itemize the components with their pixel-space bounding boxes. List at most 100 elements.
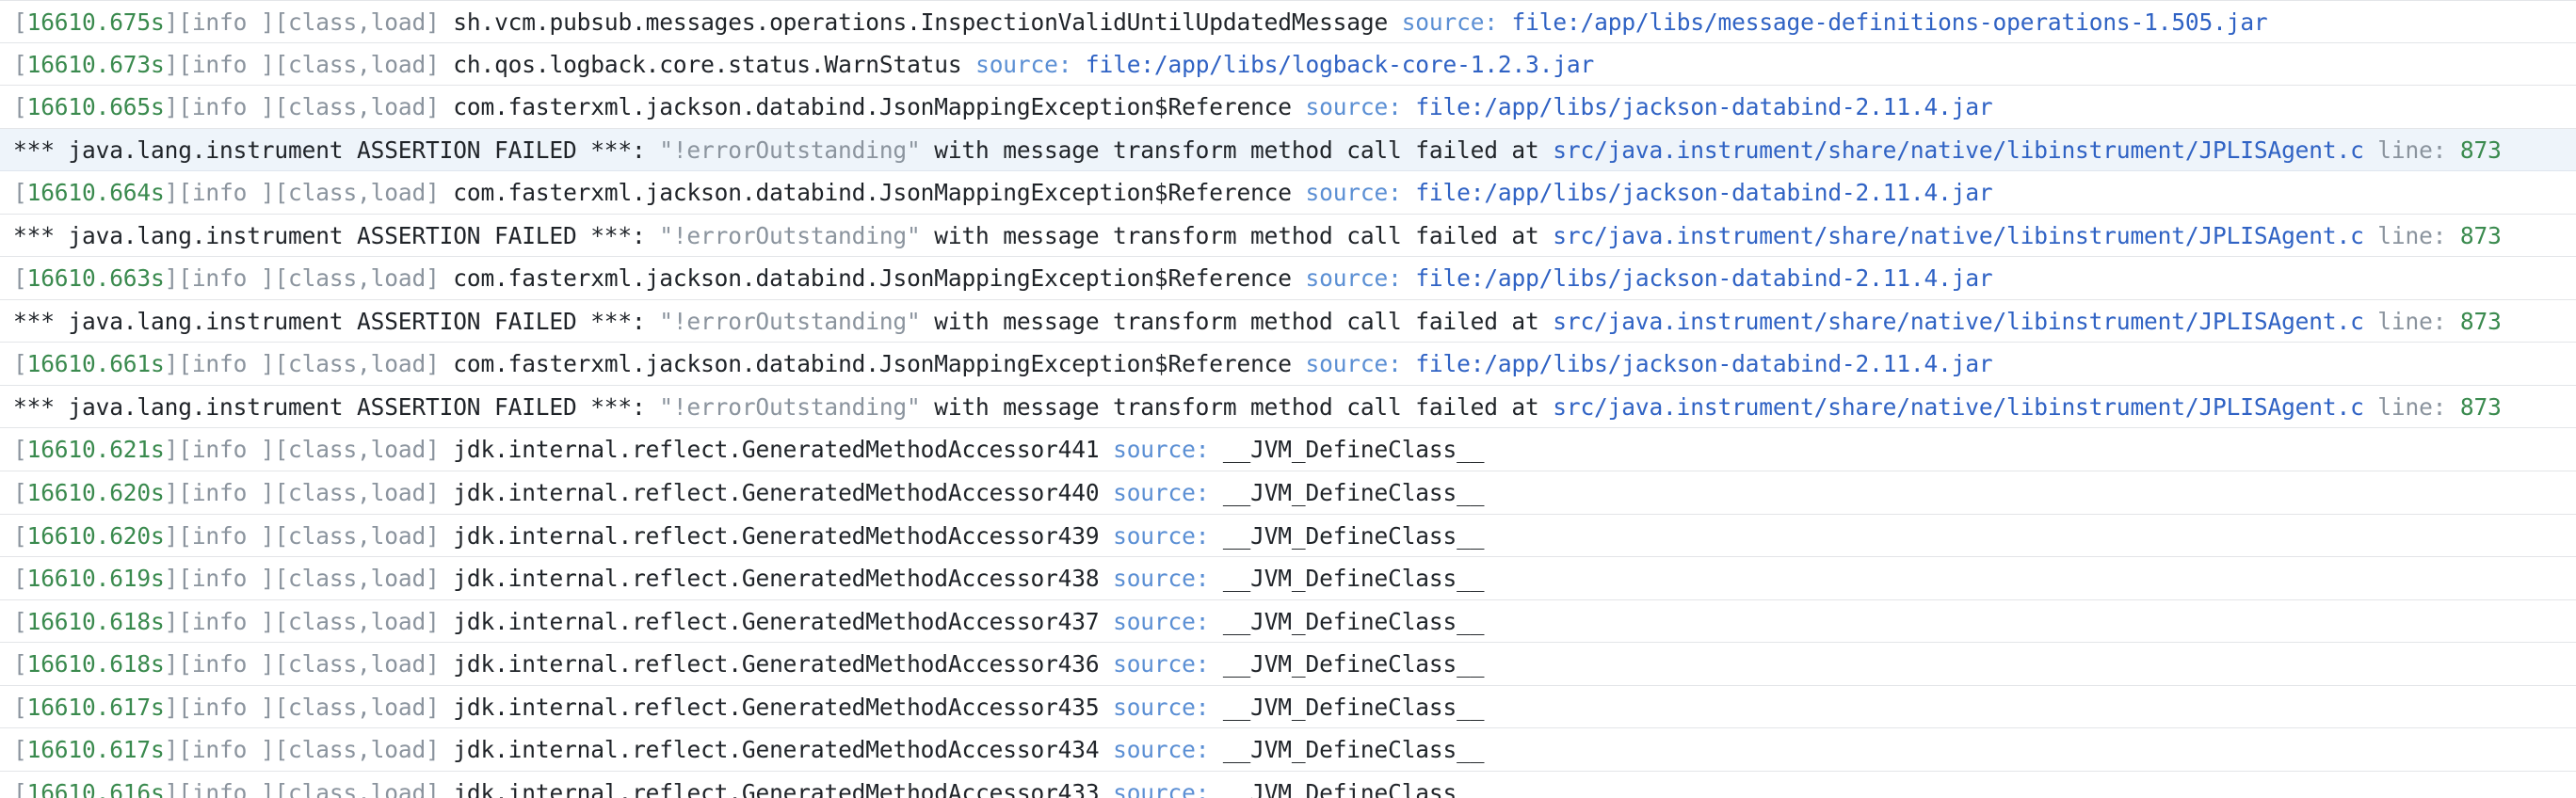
log-timestamp: 16610.618s	[26, 650, 165, 678]
log-level: info	[191, 693, 261, 721]
space	[1099, 694, 1113, 721]
bracket-open: [	[13, 693, 27, 721]
log-tag: class,load	[288, 778, 427, 798]
assertion-source-path: src/java.instrument/share/native/libinst…	[1553, 392, 2364, 421]
bracket-open: [	[13, 479, 27, 507]
bracket-open: [	[13, 179, 27, 207]
log-class-name: jdk.internal.reflect.GeneratedMethodAcce…	[453, 565, 1100, 593]
bracket-close: ]	[426, 521, 454, 550]
space	[1099, 565, 1113, 592]
bracket-close: ][	[260, 693, 289, 721]
log-class-name: com.fasterxml.jackson.databind.JsonMappi…	[453, 93, 1292, 121]
log-tag: class,load	[288, 350, 427, 378]
log-timestamp: 16610.663s	[26, 264, 165, 293]
log-level: info	[191, 736, 261, 764]
log-tag: class,load	[288, 607, 427, 635]
bracket-close: ][	[164, 521, 192, 550]
bracket-close: ][	[164, 693, 192, 721]
log-source-label: source:	[1113, 565, 1223, 593]
bracket-open: [	[13, 436, 27, 464]
log-row-classload[interactable]: [16610.616s][info ][class,load] jdk.inte…	[0, 771, 2576, 798]
log-level: info	[191, 607, 261, 635]
log-class-name: com.fasterxml.jackson.databind.JsonMappi…	[453, 264, 1292, 293]
log-row-classload[interactable]: [16610.617s][info ][class,load] jdk.inte…	[0, 685, 2576, 729]
log-row-classload[interactable]: [16610.618s][info ][class,load] jdk.inte…	[0, 643, 2576, 686]
log-tag: class,load	[288, 521, 427, 550]
assertion-line-number: 873	[2459, 392, 2502, 421]
log-tag: class,load	[288, 264, 427, 293]
log-row-classload[interactable]: [16610.620s][info ][class,load] jdk.inte…	[0, 471, 2576, 515]
assertion-condition: "!errorOutstanding"	[659, 307, 921, 335]
log-row-classload[interactable]: [16610.617s][info ][class,load] jdk.inte…	[0, 728, 2576, 772]
log-row-assertion[interactable]: *** java.lang.instrument ASSERTION FAILE…	[0, 299, 2576, 343]
log-row-classload[interactable]: [16610.665s][info ][class,load] com.fast…	[0, 86, 2576, 129]
bracket-close: ][	[164, 8, 192, 36]
log-level: info	[191, 8, 261, 36]
bracket-close: ][	[260, 93, 289, 121]
log-timestamp: 16610.621s	[26, 436, 165, 464]
log-timestamp: 16610.620s	[26, 521, 165, 550]
bracket-close: ]	[426, 565, 454, 593]
log-row-classload[interactable]: [16610.618s][info ][class,load] jdk.inte…	[0, 599, 2576, 644]
assertion-condition: "!errorOutstanding"	[659, 136, 921, 164]
log-row-classload[interactable]: [16610.675s][info ][class,load] sh.vcm.p…	[0, 0, 2576, 43]
log-row-assertion[interactable]: *** java.lang.instrument ASSERTION FAILE…	[0, 128, 2576, 172]
log-row-classload[interactable]: [16610.619s][info ][class,load] jdk.inte…	[0, 557, 2576, 600]
bracket-close: ]	[426, 93, 454, 121]
space	[1099, 522, 1113, 550]
log-source-value: __JVM_DefineClass__	[1222, 607, 1485, 635]
log-row-classload[interactable]: [16610.620s][info ][class,load] jdk.inte…	[0, 514, 2576, 558]
log-level: info	[191, 436, 261, 464]
log-tag: class,load	[288, 693, 427, 721]
log-class-name: jdk.internal.reflect.GeneratedMethodAcce…	[453, 479, 1100, 507]
log-row-classload[interactable]: [16610.661s][info ][class,load] com.fast…	[0, 343, 2576, 386]
bracket-close: ][	[260, 607, 289, 635]
bracket-close: ][	[164, 565, 192, 593]
bracket-close: ][	[164, 264, 192, 293]
log-source-value: file:/app/libs/jackson-databind-2.11.4.j…	[1415, 350, 1993, 378]
log-row-assertion[interactable]: *** java.lang.instrument ASSERTION FAILE…	[0, 214, 2576, 258]
log-source-value: file:/app/libs/jackson-databind-2.11.4.j…	[1415, 179, 1993, 207]
log-class-name: jdk.internal.reflect.GeneratedMethodAcce…	[453, 778, 1100, 798]
assertion-line-label: line:	[2363, 307, 2460, 335]
log-row-classload[interactable]: [16610.664s][info ][class,load] com.fast…	[0, 171, 2576, 215]
log-source-label: source:	[1113, 693, 1223, 721]
bracket-close: ][	[164, 736, 192, 764]
log-class-name: ch.qos.logback.core.status.WarnStatus	[453, 50, 962, 78]
bracket-close: ][	[164, 778, 192, 798]
log-row-assertion[interactable]: *** java.lang.instrument ASSERTION FAILE…	[0, 385, 2576, 429]
log-level: info	[191, 50, 261, 78]
log-timestamp: 16610.664s	[26, 179, 165, 207]
log-row-classload[interactable]: [16610.663s][info ][class,load] com.fast…	[0, 257, 2576, 300]
log-tag: class,load	[288, 436, 427, 464]
log-level: info	[191, 350, 261, 378]
space	[1292, 179, 1306, 206]
log-source-value: __JVM_DefineClass__	[1222, 650, 1485, 678]
assertion-message: with message transform method call faile…	[920, 392, 1554, 421]
bracket-open: [	[13, 350, 27, 378]
log-source-value: __JVM_DefineClass__	[1222, 479, 1485, 507]
log-class-name: jdk.internal.reflect.GeneratedMethodAcce…	[453, 650, 1100, 678]
log-source-label: source:	[1305, 350, 1416, 378]
space	[1292, 93, 1306, 120]
log-source-label: source:	[975, 50, 1086, 78]
bracket-close: ][	[260, 736, 289, 764]
bracket-close: ][	[260, 179, 289, 207]
bracket-close: ][	[260, 50, 289, 78]
log-source-value: file:/app/libs/message-definitions-opera…	[1511, 8, 2268, 36]
log-source-value: file:/app/libs/jackson-databind-2.11.4.j…	[1415, 93, 1993, 121]
log-row-classload[interactable]: [16610.673s][info ][class,load] ch.qos.l…	[0, 42, 2576, 87]
bracket-close: ][	[164, 50, 192, 78]
log-source-label: source:	[1401, 8, 1512, 36]
log-level: info	[191, 179, 261, 207]
log-tag: class,load	[288, 650, 427, 678]
space	[1292, 350, 1306, 377]
log-timestamp: 16610.665s	[26, 93, 165, 121]
log-timestamp: 16610.675s	[26, 8, 165, 36]
bracket-close: ][	[164, 436, 192, 464]
space	[1099, 779, 1113, 798]
bracket-close: ][	[260, 350, 289, 378]
log-source-value: __JVM_DefineClass__	[1222, 565, 1485, 593]
log-row-classload[interactable]: [16610.621s][info ][class,load] jdk.inte…	[0, 428, 2576, 472]
